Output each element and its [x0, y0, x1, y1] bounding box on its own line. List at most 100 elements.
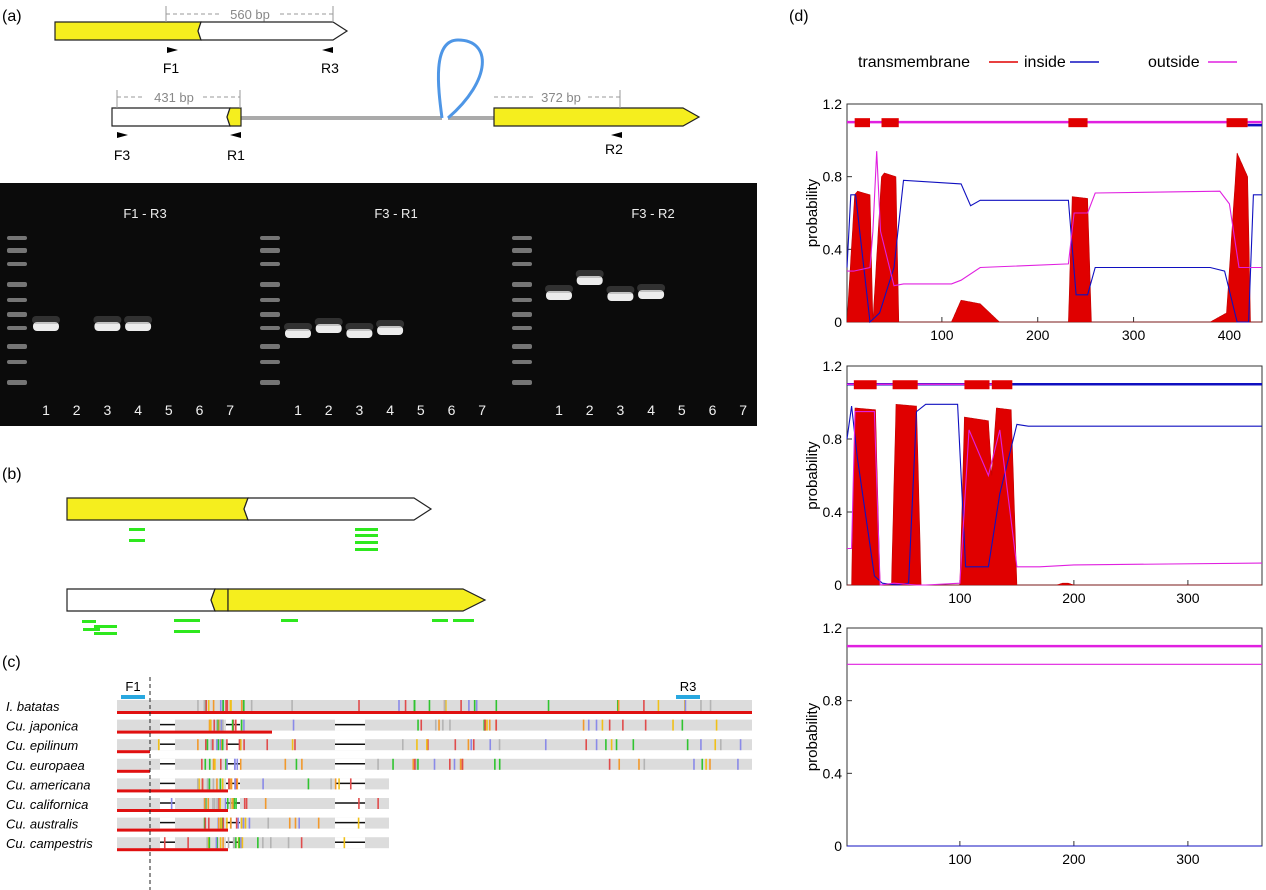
variant-site [295, 758, 298, 770]
y-tick-label: 1.2 [823, 96, 843, 112]
variant-site [709, 758, 711, 770]
y-tick-label: 0.8 [823, 169, 843, 185]
variant-site [398, 700, 400, 711]
variant-site [221, 739, 223, 751]
ladder-band [260, 360, 280, 364]
ladder-band [7, 380, 27, 385]
x-tick-label: 200 [1026, 327, 1050, 343]
variant-site [294, 817, 297, 829]
variant-site [229, 798, 232, 809]
variant-site [216, 739, 218, 751]
gel-lane-number: 5 [165, 402, 173, 418]
transmembrane-area [846, 152, 1262, 323]
species-label: Cu. japonica [6, 719, 78, 734]
variant-site [681, 719, 684, 731]
variant-site [205, 700, 208, 711]
variant-site [610, 739, 613, 751]
variant-site [684, 700, 687, 711]
mapped-read [82, 620, 96, 623]
primer-f1-label: F1 [163, 60, 180, 76]
mapped-read [355, 534, 378, 537]
variant-site [240, 739, 242, 751]
gel-band [607, 292, 634, 301]
variant-site [412, 758, 415, 770]
orf-bar [117, 730, 272, 734]
outside-line [847, 411, 1263, 586]
variant-site [208, 837, 211, 849]
gel-band [125, 322, 152, 331]
gel-image [0, 183, 757, 426]
ladder-band [7, 312, 27, 317]
alignment-row [117, 798, 389, 809]
panel-b-label: (b) [2, 466, 22, 483]
mapped-read [432, 619, 448, 622]
variant-site [170, 798, 173, 809]
variant-site [243, 719, 245, 731]
variant-site [494, 758, 496, 770]
gel-lane-number: 6 [196, 402, 204, 418]
variant-site [644, 719, 647, 731]
variant-site [204, 817, 207, 829]
gel-band [638, 290, 665, 299]
variant-site [475, 700, 478, 711]
variant-site [349, 778, 352, 790]
gel-band [346, 329, 373, 338]
variant-site [208, 758, 211, 770]
variant-site [392, 758, 394, 770]
variant-site [225, 700, 227, 711]
alignment-row [117, 719, 752, 731]
variant-site [428, 700, 431, 711]
variant-site [307, 778, 310, 790]
ladder-band [260, 312, 280, 317]
variant-site [219, 719, 221, 731]
gel-lane-number: 3 [617, 402, 625, 418]
bottom-gene-model [111, 38, 701, 127]
variant-site [232, 798, 234, 809]
y-tick-label: 0.4 [823, 765, 843, 781]
legend-transmembrane-label: transmembrane [858, 54, 970, 71]
variant-site [234, 719, 237, 731]
variant-site [209, 719, 212, 731]
variant-site [414, 758, 416, 770]
variant-site [343, 837, 346, 849]
species-label: Cu. europaea [6, 758, 85, 773]
primer-f1-arrow [167, 47, 178, 53]
variant-site [417, 758, 419, 770]
outside-line [847, 151, 1262, 287]
variant-site [442, 719, 444, 731]
variant-site [737, 758, 739, 770]
x-tick-label: 400 [1218, 327, 1242, 343]
ladder-band [260, 380, 280, 385]
species-label: Cu. americana [6, 777, 91, 792]
alignment-row [117, 817, 389, 829]
variant-site [226, 758, 228, 770]
ladder-band [7, 298, 27, 302]
y-tick-label: 1.2 [823, 358, 843, 374]
gel-lane-number: 4 [134, 402, 142, 418]
panel-d-label: (d) [789, 8, 809, 25]
variant-site [449, 719, 451, 731]
variant-site [242, 817, 245, 829]
variant-site [357, 817, 360, 829]
gel-lane-number: 4 [647, 402, 655, 418]
variant-site [287, 837, 290, 849]
ladder-band [512, 326, 532, 330]
variant-site [227, 837, 230, 849]
gel-lane-number: 6 [448, 402, 456, 418]
variant-site [235, 837, 237, 849]
variant-site [547, 700, 550, 711]
mapped-read [174, 630, 200, 633]
species-label: I. batatas [6, 699, 60, 714]
tm-segment-box [964, 380, 990, 390]
variant-site [205, 798, 207, 809]
variant-site [217, 739, 220, 751]
variant-site [291, 700, 293, 711]
variant-site [449, 758, 451, 770]
variant-site [266, 739, 269, 751]
variant-site [420, 719, 423, 731]
variant-site [433, 758, 436, 770]
variant-site [301, 758, 303, 770]
gel-band [33, 322, 59, 331]
